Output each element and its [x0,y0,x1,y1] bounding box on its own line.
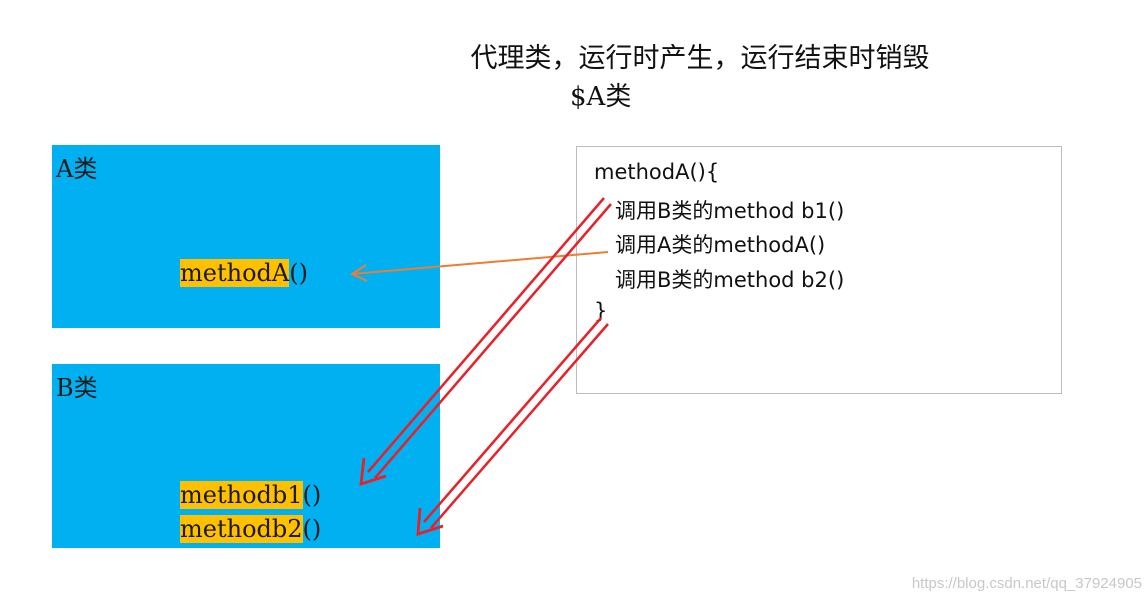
class-b-label: B类 [56,374,98,402]
proxy-class-name: $A类 [570,82,632,112]
code-line-call-a: 调用A类的methodA() [615,233,826,257]
class-a-method: methodA() [180,256,308,290]
diagram-title: 代理类，运行时产生，运行结束时销毁 [470,43,930,74]
class-b-box: B类 methodb1() methodb2() [52,364,440,548]
method-b1-name: methodb1 [180,481,303,509]
method-b2-name: methodb2 [180,515,303,543]
class-a-label: A类 [56,155,98,183]
code-line-close: } [594,299,608,323]
code-line-signature: methodA(){ [594,160,720,184]
class-a-box: A类 methodA() [52,145,440,328]
code-line-call-b2: 调用B类的method b2() [615,268,845,292]
method-b2-parens: () [302,515,322,543]
code-line-call-b1: 调用B类的method b1() [615,199,845,223]
class-b-method-2: methodb2() [180,512,321,546]
method-a-parens: () [289,259,308,287]
watermark: https://blog.csdn.net/qq_37924905 [911,575,1142,592]
class-b-method-1: methodb1() [180,478,321,512]
proxy-class-box: methodA(){ 调用B类的method b1() 调用A类的methodA… [576,146,1062,394]
method-b1-parens: () [302,481,322,509]
method-a-name: methodA [180,259,290,287]
